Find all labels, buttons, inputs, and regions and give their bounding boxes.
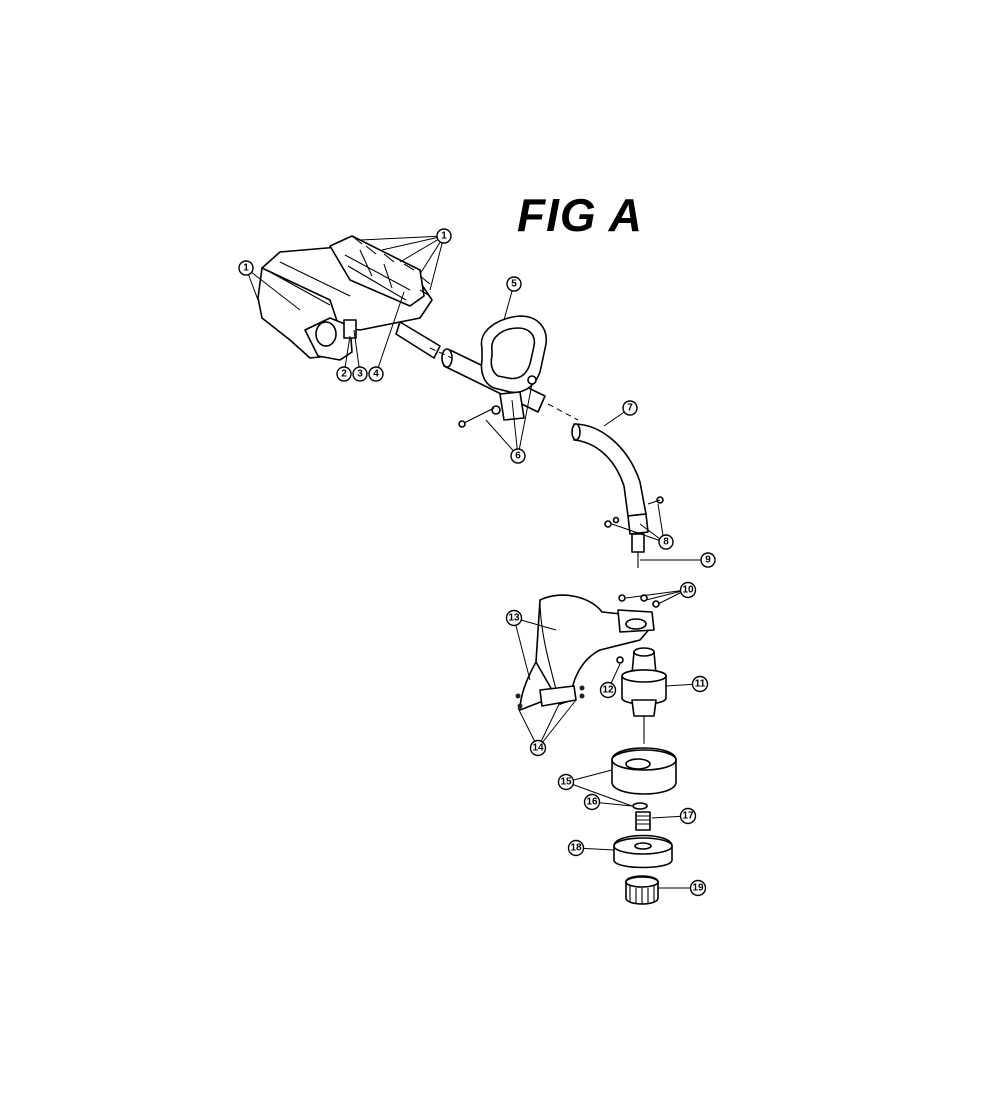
- svg-text:7: 7: [627, 403, 633, 414]
- callout-15: 15: [557, 773, 575, 791]
- gear-head: [616, 647, 667, 738]
- callout-1a: 1: [436, 228, 452, 244]
- svg-text:8: 8: [663, 537, 669, 548]
- svg-text:12: 12: [602, 685, 614, 696]
- callout-7: 7: [622, 400, 638, 416]
- callout-2: 2: [336, 366, 352, 382]
- callout-19: 19: [689, 879, 707, 897]
- svg-text:15: 15: [560, 777, 572, 788]
- svg-text:11: 11: [695, 679, 706, 690]
- svg-text:13: 13: [508, 613, 520, 624]
- svg-text:19: 19: [692, 883, 704, 894]
- handle-housing: [257, 235, 433, 361]
- debris-guard: [515, 594, 660, 711]
- callout-3: 3: [352, 366, 368, 382]
- callout-10: 10: [679, 581, 697, 599]
- callout-14: 14: [529, 739, 547, 757]
- svg-text:9: 9: [705, 555, 711, 566]
- callout-8: 8: [658, 534, 674, 550]
- callout-6: 6: [510, 448, 526, 464]
- svg-text:1: 1: [243, 263, 249, 274]
- callout-16: 16: [583, 793, 601, 811]
- callout-1b: 1: [238, 260, 254, 276]
- svg-text:10: 10: [682, 585, 694, 596]
- svg-text:5: 5: [511, 279, 517, 290]
- callout-18: 18: [567, 839, 585, 857]
- svg-text:4: 4: [373, 369, 379, 380]
- svg-text:18: 18: [570, 843, 582, 854]
- callout-17: 17: [679, 807, 697, 825]
- callout-12: 12: [599, 681, 617, 699]
- svg-text:16: 16: [586, 797, 598, 808]
- svg-text:17: 17: [682, 811, 694, 822]
- svg-text:1: 1: [441, 231, 447, 242]
- assist-handle: [458, 315, 547, 428]
- callout-5: 5: [506, 276, 522, 292]
- svg-text:3: 3: [357, 369, 363, 380]
- figure-title: FIG A: [517, 189, 643, 241]
- svg-text:2: 2: [341, 369, 347, 380]
- leader-lines: [245, 235, 708, 889]
- callout-4: 4: [368, 366, 384, 382]
- callout-13: 13: [505, 609, 523, 627]
- svg-text:14: 14: [532, 743, 544, 754]
- callout-11: 11: [691, 675, 709, 693]
- trimmer-head: [611, 738, 677, 905]
- callout-9: 9: [700, 552, 716, 568]
- lower-shaft: [547, 403, 664, 568]
- svg-text:6: 6: [515, 451, 521, 462]
